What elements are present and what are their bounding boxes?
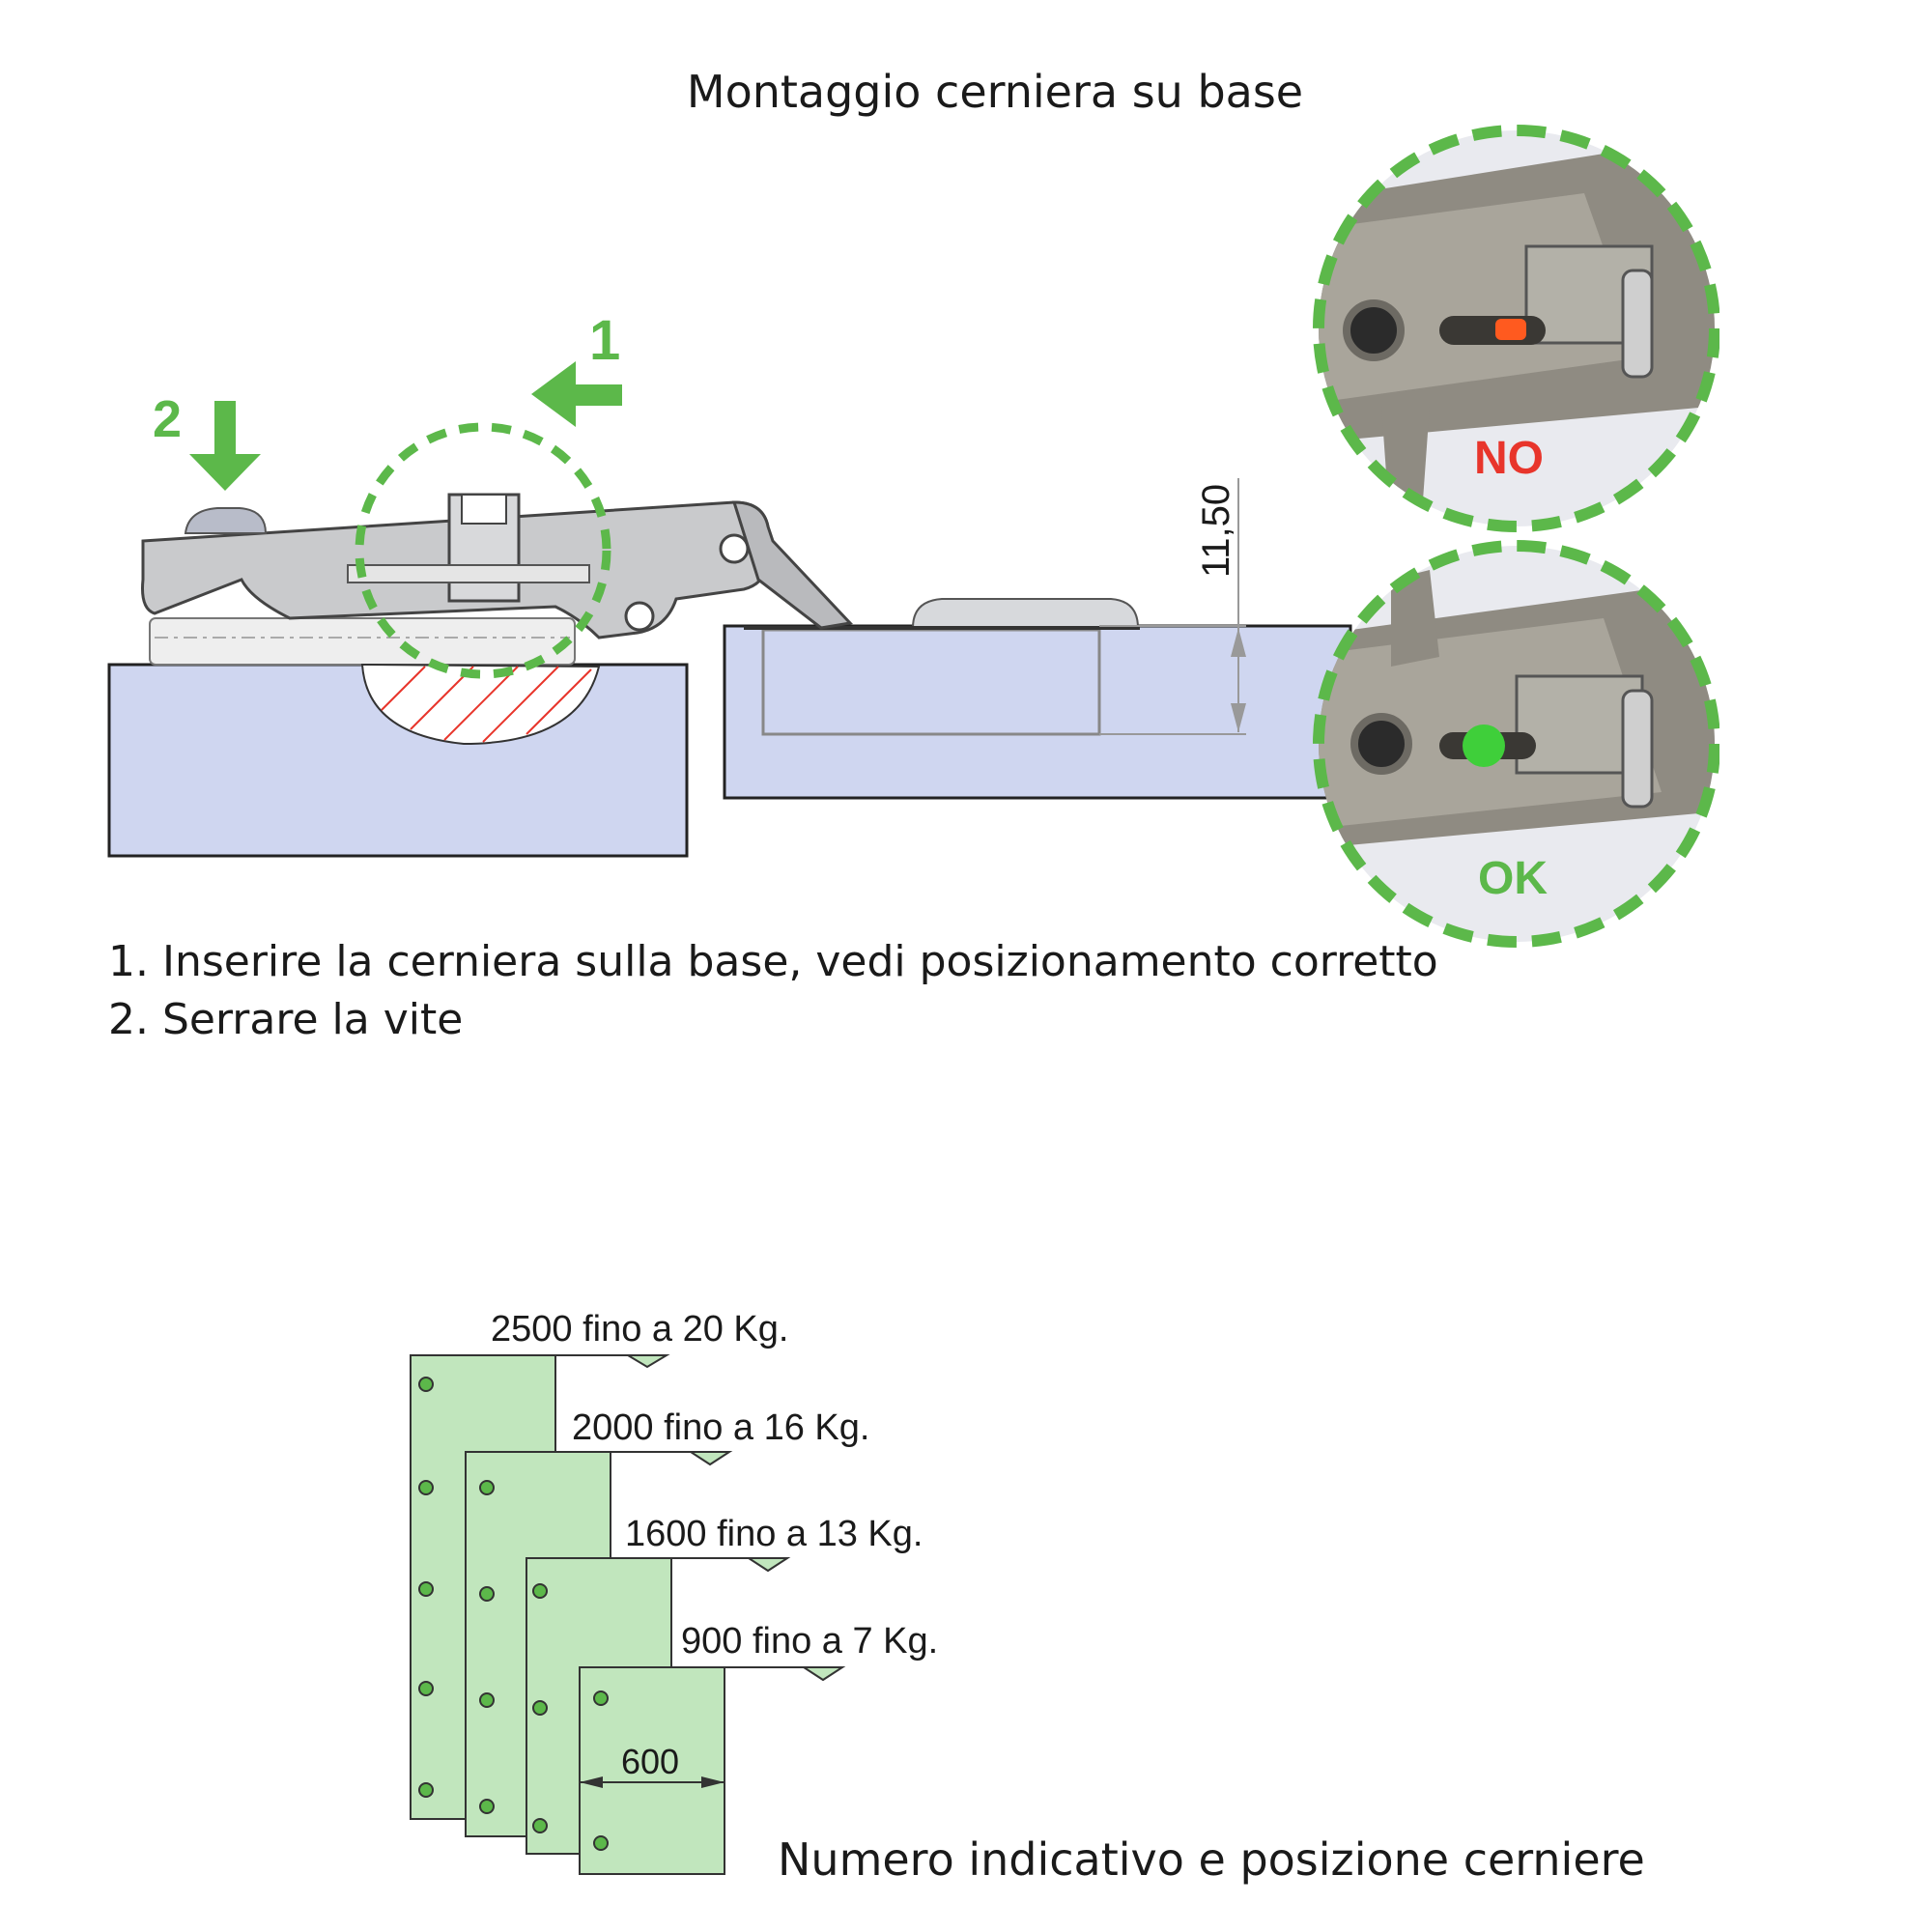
hinge-dot	[418, 1377, 434, 1392]
hinge-mounting-drawing: 11,50 2 1	[107, 309, 1352, 858]
correct-position-photo	[1319, 546, 1715, 942]
door-panel	[723, 624, 1352, 800]
step-2-text: 2. Serrare la vite	[108, 995, 464, 1044]
step-1-text: 1. Inserire la cerniera sulla base, vedi…	[108, 937, 1438, 986]
hinge-dot	[593, 1835, 609, 1851]
hinge-dot	[418, 1681, 434, 1696]
arrow-step1-number: 1	[589, 309, 620, 372]
arrow-step2-icon	[189, 401, 261, 491]
position-check-photos: NO OK	[1313, 125, 1719, 948]
hinge-dot	[479, 1586, 495, 1602]
wrong-position-label: NO	[1474, 433, 1544, 484]
door-size-label: 900 fino a 7 Kg.	[681, 1621, 938, 1662]
hinge-dot	[532, 1583, 548, 1599]
width-label: 600	[621, 1742, 679, 1781]
detail-circle	[355, 422, 611, 679]
hinge-dot	[479, 1480, 495, 1495]
dimension-label: 11,50	[1195, 484, 1237, 578]
hinge-dot	[418, 1782, 434, 1798]
hinge-dot	[532, 1818, 548, 1833]
hinge-dot	[479, 1799, 495, 1814]
hinge-dot	[593, 1690, 609, 1706]
door-size-label: 2000 fino a 16 Kg.	[572, 1407, 869, 1448]
page-title: Montaggio cerniera su base	[686, 66, 1304, 118]
hinge-cup-cover	[911, 598, 1140, 629]
diagram-caption: Numero indicativo e posizione cerniere	[778, 1833, 1645, 1886]
correct-position-label: OK	[1478, 853, 1548, 904]
hinge-dot	[532, 1700, 548, 1716]
indicator-green-icon	[1463, 724, 1505, 767]
indicator-red-icon	[1495, 319, 1526, 340]
fixing-screw	[184, 507, 268, 534]
hinge-position-dots	[418, 1377, 609, 1851]
door-size-label: 2500 fino a 20 Kg.	[491, 1309, 788, 1350]
arrow-step2-number: 2	[153, 390, 182, 448]
hinge-pivot-hole	[719, 533, 750, 564]
door-size-diagram: 600 2500 fino a 20 Kg. 2000 fino a 16 Kg…	[410, 1309, 938, 1875]
hinge-dot	[418, 1581, 434, 1597]
mounting-plate	[149, 617, 576, 666]
door-size-label: 1600 fino a 13 Kg.	[625, 1514, 923, 1554]
hinge-dot	[418, 1480, 434, 1495]
hinge-dot	[479, 1692, 495, 1708]
wrong-position-photo	[1319, 130, 1715, 526]
arrow-step1-icon	[531, 361, 622, 427]
